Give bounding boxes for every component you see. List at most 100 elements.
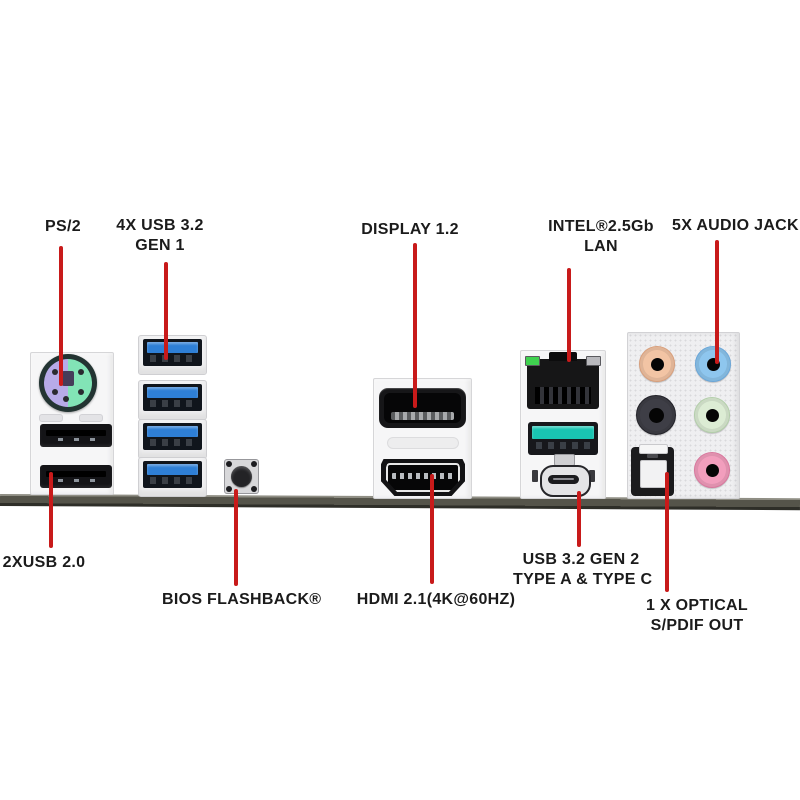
usb2-pin bbox=[90, 479, 95, 482]
label-usb32-gen2-line1: USB 3.2 GEN 2 bbox=[522, 551, 640, 568]
usb3-tongue bbox=[147, 342, 198, 353]
ps2-usb2-block bbox=[30, 352, 114, 495]
optical-notch bbox=[647, 454, 658, 458]
ps2-pin bbox=[63, 396, 69, 402]
ps2-slot bbox=[62, 371, 74, 386]
rj45-pins bbox=[535, 387, 591, 404]
label-usb32-gen2: USB 3.2 GEN 2 TYPE A & TYPE C bbox=[513, 550, 653, 590]
dp-hdmi-block bbox=[373, 378, 472, 499]
usb2-pin bbox=[74, 479, 79, 482]
hdmi-pins bbox=[392, 473, 454, 479]
usb3-port-1-icon bbox=[138, 335, 207, 375]
ps2-pin bbox=[78, 369, 84, 375]
label-optical-line1: 1 X OPTICAL bbox=[646, 597, 748, 614]
rj45-latch bbox=[549, 352, 577, 361]
usb3-pins bbox=[150, 477, 195, 484]
label-audio-text: 5X AUDIO JACK bbox=[672, 217, 799, 234]
usb-type-c-port-icon bbox=[540, 465, 591, 497]
usb2-slot bbox=[46, 471, 106, 477]
label-hdmi: HDMI 2.1(4K@60HZ) bbox=[354, 590, 518, 610]
bios-flashback-button-icon bbox=[224, 459, 259, 494]
lan-led-green bbox=[525, 356, 540, 366]
usbc-slot bbox=[548, 475, 579, 484]
ps2-port-face bbox=[44, 359, 92, 407]
panel-vent bbox=[79, 414, 103, 422]
usb2-pin bbox=[74, 438, 79, 441]
leader-line-bios-flashback bbox=[234, 489, 238, 586]
label-usb32-gen1-line1: 4X USB 3.2 bbox=[116, 217, 204, 234]
label-bios-flashback: BIOS FLASHBACK® bbox=[162, 590, 322, 610]
usb3-pins bbox=[150, 400, 195, 407]
usb2-pin bbox=[58, 438, 63, 441]
usb3-port-2-icon bbox=[138, 380, 207, 420]
usb3-gen2-type-a-port-icon bbox=[528, 422, 598, 455]
audio-jack-pink-icon bbox=[694, 452, 730, 488]
usb3-pins bbox=[150, 439, 195, 446]
lan-led-gray bbox=[586, 356, 601, 366]
ps2-port-icon bbox=[39, 354, 97, 412]
usb3-tongue bbox=[147, 464, 198, 475]
leader-line-lan bbox=[567, 268, 571, 362]
audio-jack-peach-icon bbox=[639, 346, 675, 382]
leader-line-displayport bbox=[413, 243, 417, 408]
label-usb20: 2XUSB 2.0 bbox=[0, 553, 88, 573]
usb3-port-3-icon bbox=[138, 419, 207, 459]
usbc-ear bbox=[589, 470, 595, 482]
hdmi-port-icon bbox=[381, 459, 465, 496]
audio-block bbox=[627, 332, 740, 499]
button-cap bbox=[231, 466, 252, 487]
usb-gen2-pins bbox=[536, 442, 590, 449]
audio-jack-black-icon bbox=[636, 395, 676, 435]
label-optical-line2: S/PDIF OUT bbox=[650, 617, 744, 634]
usb3-window bbox=[143, 423, 202, 450]
jack-hole bbox=[705, 408, 719, 422]
usb2-port-1-icon bbox=[40, 424, 112, 447]
leader-line-usb32-gen1 bbox=[164, 262, 168, 360]
audio-jack-blue-icon bbox=[695, 346, 731, 382]
lan-usb-block bbox=[520, 350, 606, 499]
label-bios-flashback-text: BIOS FLASHBACK® bbox=[162, 591, 322, 608]
ps2-pin bbox=[52, 369, 58, 375]
usbc-ear bbox=[532, 470, 538, 482]
leader-line-ps2 bbox=[59, 246, 63, 386]
jack-hole bbox=[650, 357, 664, 371]
label-usb32-gen1: 4X USB 3.2 GEN 1 bbox=[110, 216, 210, 256]
usb2-slot bbox=[46, 430, 106, 436]
panel-vent bbox=[39, 414, 63, 422]
label-usb32-gen1-line2: GEN 1 bbox=[135, 237, 185, 254]
usb3-tongue bbox=[147, 426, 198, 437]
label-displayport: DISPLAY 1.2 bbox=[360, 220, 460, 240]
lan-rj45-port-icon bbox=[525, 352, 601, 409]
screw bbox=[226, 461, 232, 467]
leader-line-usb20 bbox=[49, 472, 53, 548]
usb2-pin bbox=[90, 438, 95, 441]
screw bbox=[251, 461, 257, 467]
panel-vent bbox=[387, 437, 459, 449]
usb-gen2-tongue bbox=[532, 426, 594, 439]
jack-hole bbox=[705, 463, 719, 477]
label-lan-line1: INTEL®2.5Gb bbox=[548, 218, 654, 235]
screw bbox=[251, 486, 257, 492]
screw bbox=[226, 486, 232, 492]
jack-hole bbox=[648, 407, 664, 423]
audio-jack-green-icon bbox=[694, 397, 730, 433]
usb3-window bbox=[143, 461, 202, 488]
label-audio: 5X AUDIO JACK bbox=[672, 216, 799, 236]
usb3-window bbox=[143, 339, 202, 366]
displayport-port-icon bbox=[379, 388, 466, 428]
usb3-pins bbox=[150, 355, 195, 362]
label-lan-line2: LAN bbox=[584, 238, 618, 255]
usb2-pin bbox=[58, 479, 63, 482]
leader-line-optical bbox=[665, 472, 669, 592]
label-usb32-gen2-line2: TYPE A & TYPE C bbox=[513, 571, 653, 588]
optical-lip bbox=[639, 444, 668, 454]
label-lan: INTEL®2.5Gb LAN bbox=[546, 217, 656, 257]
usbc-pin-line bbox=[553, 478, 574, 480]
dp-pins bbox=[391, 412, 454, 420]
label-optical-spdif: 1 X OPTICAL S/PDIF OUT bbox=[646, 596, 748, 636]
ps2-pin bbox=[78, 389, 84, 395]
leader-line-hdmi bbox=[430, 474, 434, 584]
optical-window bbox=[640, 460, 667, 488]
leader-line-usb32-gen2 bbox=[577, 491, 581, 547]
